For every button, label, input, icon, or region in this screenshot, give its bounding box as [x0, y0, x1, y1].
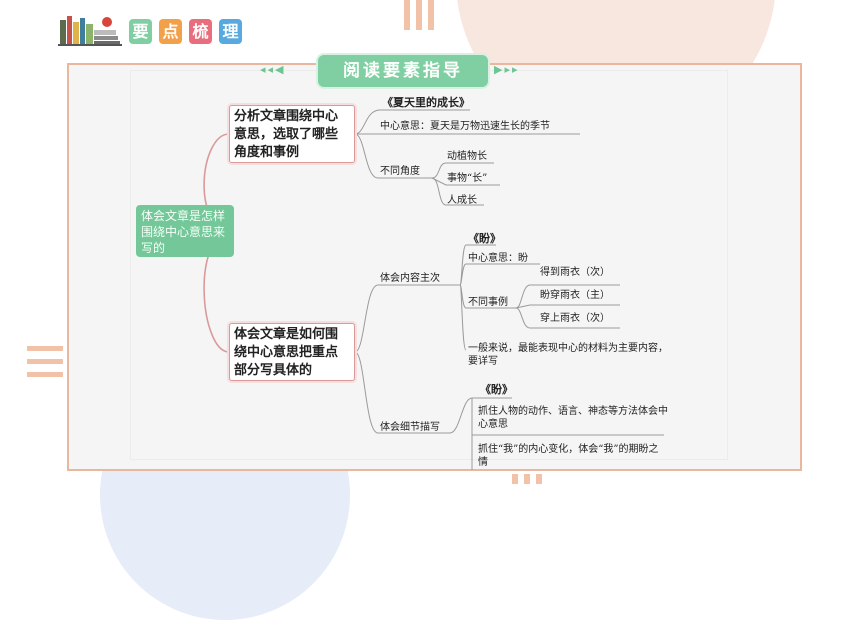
central-idea-summer: 中心意思：夏天是万物迅速生长的季节 [380, 121, 550, 132]
right-arrows-icon: ▶▸▸ [494, 63, 520, 76]
logo-char-2: 点 [159, 19, 182, 44]
angle-item: 人成长 [447, 195, 477, 206]
detail-point: 抓住人物的动作、语言、神态等方法体会中心意思 [478, 406, 668, 430]
section-banner: 阅读要素指导 [318, 55, 488, 87]
event-item: 穿上雨衣（次） [540, 313, 610, 324]
logo-char-4: 理 [219, 19, 242, 44]
branch-select-angles: 分析文章围绕中心意思，选取了哪些角度和事例 [229, 105, 355, 163]
branch-write-key-parts: 体会文章是如何围绕中心意思把重点部分写具体的 [229, 323, 355, 381]
text-title-summer: 《夏天里的成长》 [382, 96, 470, 109]
text-title-pan: 《盼》 [468, 232, 501, 245]
left-arrows-icon: ◂◂◀ [260, 63, 286, 76]
sub-label-primary-secondary: 体会内容主次 [380, 273, 440, 284]
root-node: 体会文章是怎样围绕中心意思来写的 [136, 205, 234, 257]
text-title-pan-2: 《盼》 [480, 383, 513, 396]
decor-stripes-left [27, 346, 63, 386]
logo-char-3: 梳 [189, 19, 212, 44]
decor-stripes-bottom [512, 474, 548, 484]
detail-note: 一般来说，最能表现中心的材料为主要内容，要详写 [468, 343, 668, 367]
decor-stripes-top [404, 0, 440, 30]
logo-char-1: 要 [129, 19, 152, 44]
angle-item: 事物“长” [447, 173, 488, 184]
event-item: 盼穿雨衣（主） [540, 290, 610, 301]
angle-item: 动植物长 [447, 151, 487, 162]
sub-label-details: 体会细节描写 [380, 422, 440, 433]
events-label: 不同事例 [468, 297, 508, 308]
mindmap-connectors [203, 109, 664, 470]
central-idea-pan: 中心意思：盼 [468, 253, 528, 264]
angles-label: 不同角度 [380, 166, 420, 177]
event-item: 得到雨衣（次） [540, 267, 610, 278]
detail-point: 抓住“我”的内心变化，体会“我”的期盼之情 [478, 444, 659, 468]
books-apple-logo-icon [58, 16, 122, 46]
